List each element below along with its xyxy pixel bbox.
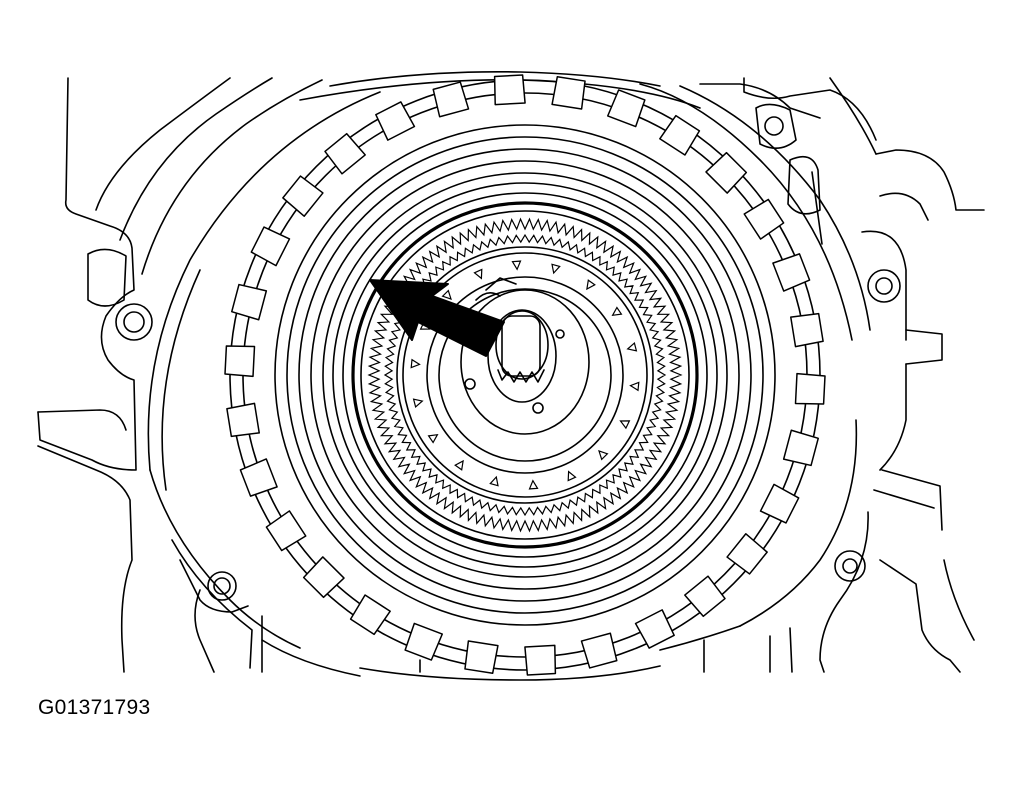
- ring-gear: [367, 217, 683, 533]
- gear-notch: [412, 398, 424, 408]
- plate-tab: [375, 101, 416, 141]
- plate-tab: [772, 253, 811, 292]
- plate-tab: [684, 575, 726, 618]
- gear-notch: [511, 260, 522, 271]
- clutch-plate-tabs: [224, 74, 826, 676]
- plate-tab: [580, 632, 618, 669]
- gear-notch: [626, 342, 638, 352]
- gear-notch: [441, 289, 452, 301]
- plate-tab: [231, 283, 268, 321]
- clutch-pack-rings: [229, 79, 821, 671]
- plate-tab: [782, 429, 819, 467]
- plate-tab: [250, 226, 291, 267]
- gear-notch: [567, 470, 577, 482]
- plate-tab: [493, 74, 526, 106]
- plate-tab: [759, 483, 800, 524]
- plate-tab: [790, 312, 824, 348]
- figure-code: G01371793: [38, 696, 151, 719]
- housing-outline: [37, 70, 985, 681]
- gear-notch: [586, 279, 596, 291]
- arrow-icon: [369, 279, 505, 357]
- plate-tab: [224, 345, 256, 378]
- plate-tab: [282, 175, 324, 217]
- plate-tab: [524, 644, 557, 676]
- plate-tab: [226, 402, 260, 438]
- plate-tab: [265, 510, 307, 552]
- gear-notch: [551, 263, 561, 275]
- hub-assembly: [438, 277, 612, 462]
- plate-tab: [743, 198, 785, 240]
- gear-notch: [611, 306, 623, 317]
- plate-tab: [464, 640, 499, 675]
- plate-tab: [794, 372, 826, 405]
- plate-tab: [705, 151, 748, 194]
- plate-tab: [324, 132, 366, 175]
- gear-notch: [598, 449, 609, 461]
- plate-tab: [239, 458, 278, 497]
- gear-notch: [427, 433, 439, 444]
- plate-tab: [659, 114, 701, 156]
- gear-notch: [473, 268, 483, 280]
- gear-notch: [629, 381, 640, 392]
- plate-tab: [607, 89, 646, 128]
- gear-notch: [619, 420, 631, 430]
- plate-tab: [726, 533, 768, 575]
- plate-tab: [432, 81, 470, 118]
- plate-tab: [349, 594, 391, 636]
- plate-tab: [634, 609, 675, 649]
- gear-notch: [489, 475, 499, 487]
- plate-tab: [404, 622, 443, 661]
- plate-tab: [302, 556, 345, 599]
- gear-notch: [454, 459, 464, 471]
- gear-notch: [410, 358, 421, 369]
- gear-notch: [528, 479, 539, 490]
- plate-tab: [551, 75, 586, 110]
